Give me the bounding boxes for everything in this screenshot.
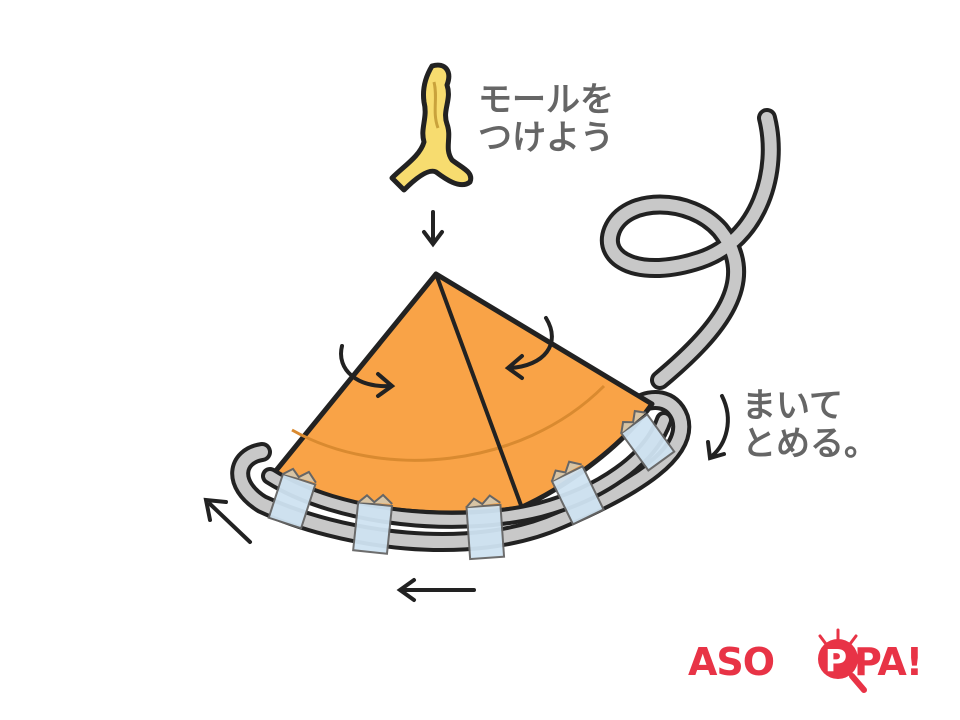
arrow-curve-right-icon <box>504 316 554 380</box>
asoppa-logo: ASO P PA! <box>688 626 928 696</box>
tape-icon <box>267 409 676 561</box>
logo-text-left: ASO <box>688 640 775 684</box>
logo-mark-icon <box>818 628 867 693</box>
wrap-label-line1: まいて <box>742 386 843 426</box>
logo-text-right: PA! <box>854 640 923 684</box>
wire-icon <box>600 108 781 390</box>
wire-ring-icon <box>230 390 692 553</box>
party-hat-icon <box>267 271 655 516</box>
wire-ring-front-icon <box>261 411 673 529</box>
arrow-wrap-icon <box>706 394 730 461</box>
attach-label-line2: つけよう <box>478 118 614 158</box>
arrow-down-icon <box>422 210 444 248</box>
attach-label-line1: モールを <box>478 80 614 120</box>
arrow-up-left-icon <box>203 497 252 544</box>
logo-face-icon <box>700 648 715 654</box>
wrap-label-line2: とめる。 <box>742 424 878 464</box>
logo-text-p: P <box>825 644 847 679</box>
pipe-cleaner-icon <box>389 62 474 193</box>
arrow-left-bottom-icon <box>396 578 476 602</box>
arrow-curve-left-icon <box>339 344 396 398</box>
